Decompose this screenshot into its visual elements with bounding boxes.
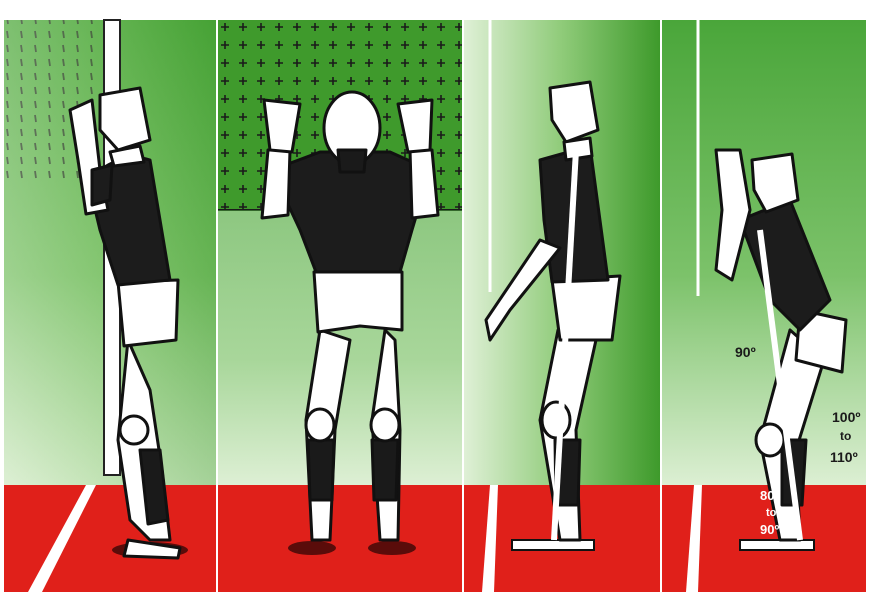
panel-3	[464, 20, 660, 592]
panel-2	[218, 20, 462, 592]
panel-1	[4, 20, 216, 592]
knee-angle-label-line3: 110º	[830, 449, 858, 465]
knee-angle-label-line2: to	[840, 429, 851, 443]
ankle-angle-label-line2: to	[766, 507, 777, 519]
ankle-angle-label-line3: 90º	[760, 522, 779, 537]
knee-angle-label-line1: 100º	[832, 409, 860, 425]
ankle-angle-label-line1: 80º	[760, 488, 779, 503]
hip-angle-label: 90º	[735, 344, 756, 360]
panel-4: 90º 100º to 110º 80º to 90º	[662, 20, 866, 592]
